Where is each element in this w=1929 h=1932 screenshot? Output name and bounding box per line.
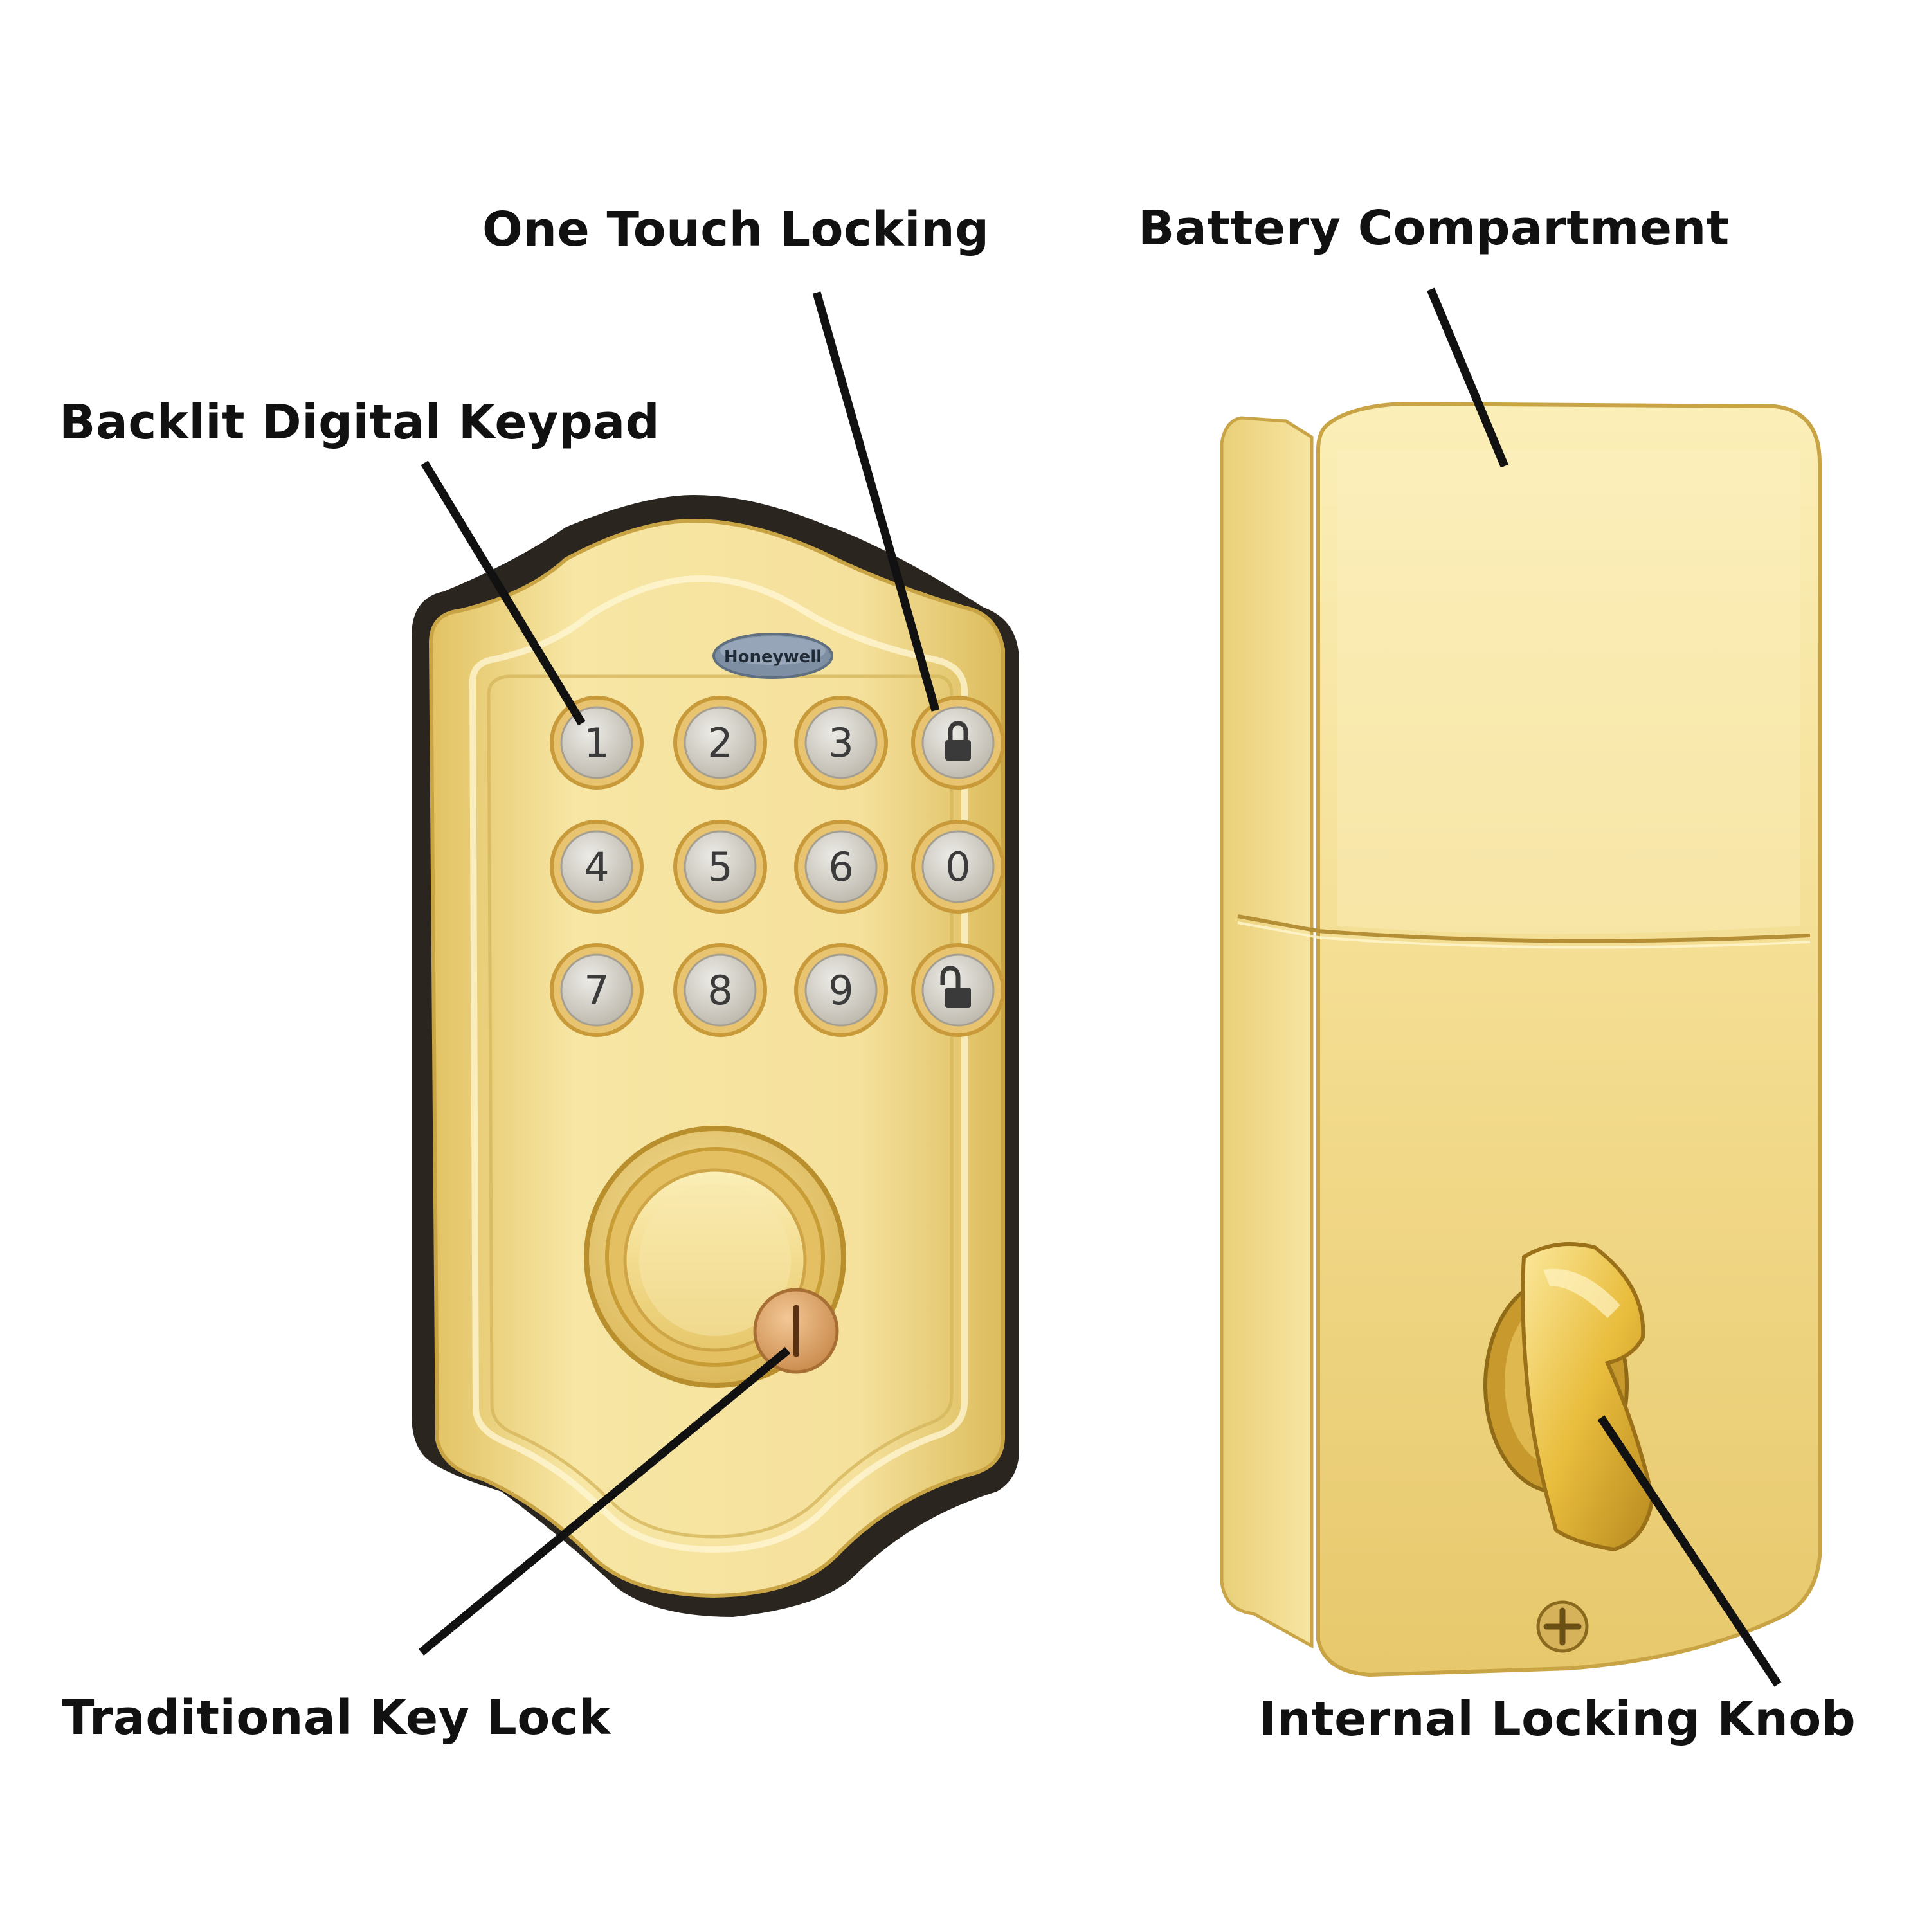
label-internal-locking-knob: Internal Locking Knob bbox=[1259, 1692, 1856, 1747]
housing-front bbox=[1316, 401, 1822, 1677]
key-cylinder bbox=[584, 1126, 846, 1388]
keypad-key-4: 4 bbox=[550, 820, 644, 914]
keypad-key-2: 2 bbox=[673, 696, 767, 790]
leader-line-key-lock bbox=[418, 1346, 791, 1656]
keyway bbox=[793, 1305, 799, 1357]
mounting-screw bbox=[1536, 1600, 1589, 1653]
keypad-key-label: 8 bbox=[707, 967, 732, 1014]
leader-line-one-touch bbox=[812, 291, 940, 712]
lock-key bbox=[911, 696, 1005, 790]
keypad-key-label: 9 bbox=[828, 967, 853, 1014]
keypad-key-label: 6 bbox=[828, 844, 853, 890]
unlock-icon bbox=[940, 966, 961, 989]
keypad-key-7: 7 bbox=[550, 943, 644, 1037]
keypad-key-label: 7 bbox=[584, 967, 609, 1014]
keypad-key-9: 9 bbox=[794, 943, 888, 1037]
keypad-key-label: 2 bbox=[707, 719, 732, 766]
keypad-key-label: 5 bbox=[707, 844, 732, 890]
thumb-turn-knob bbox=[1483, 1242, 1655, 1552]
label-backlit-digital-keypad: Backlit Digital Keypad bbox=[59, 395, 660, 450]
exterior-keypad-unit: Honeywell 1 2 3 4 5 6 0 7 8 9 bbox=[412, 495, 1019, 1617]
keypad-key-8: 8 bbox=[673, 943, 767, 1037]
keypad-key-label: 1 bbox=[584, 719, 609, 766]
interior-battery-unit bbox=[1220, 401, 1822, 1677]
brand-logo-text: Honeywell bbox=[724, 647, 822, 667]
label-traditional-key-lock: Traditional Key Lock bbox=[62, 1690, 611, 1746]
leader-lines bbox=[418, 287, 1782, 1687]
keypad-key-label: 4 bbox=[584, 844, 609, 890]
lock-icon bbox=[948, 721, 968, 741]
unlock-key bbox=[911, 943, 1005, 1037]
keypad-key-label: 0 bbox=[945, 844, 970, 890]
leader-line-knob bbox=[1597, 1415, 1782, 1687]
escutcheon-plate bbox=[428, 518, 1005, 1598]
leader-line-battery bbox=[1427, 287, 1508, 468]
keypad-key-3: 3 bbox=[794, 696, 888, 790]
label-one-touch-locking: One Touch Locking bbox=[482, 202, 990, 257]
label-battery-compartment: Battery Compartment bbox=[1138, 201, 1730, 256]
keypad-key-6: 6 bbox=[794, 820, 888, 914]
battery-cover bbox=[1337, 450, 1800, 934]
battery-cover-seam bbox=[1237, 914, 1811, 943]
leader-line-keypad bbox=[421, 460, 586, 726]
keypad-key-0: 0 bbox=[911, 820, 1005, 914]
housing-side bbox=[1220, 416, 1314, 1649]
keypad-key-label: 3 bbox=[828, 719, 853, 766]
keypad-key-1: 1 bbox=[550, 696, 644, 790]
brand-logo: Honeywell bbox=[712, 633, 833, 679]
keypad-key-5: 5 bbox=[673, 820, 767, 914]
